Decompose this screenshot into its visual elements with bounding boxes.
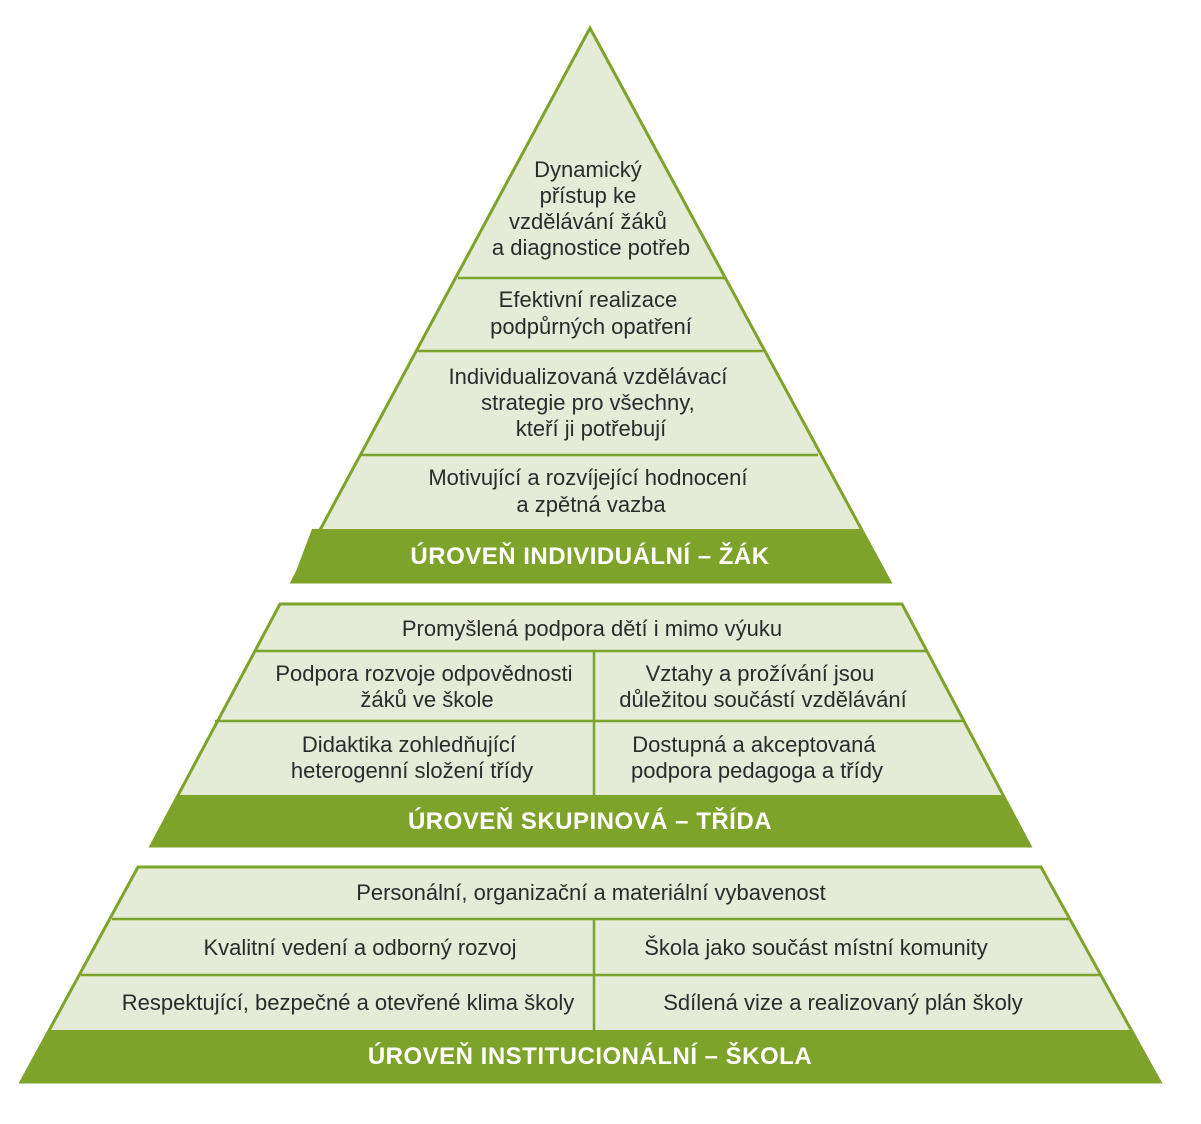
band-group: ÚROVEŇ SKUPINOVÁ – TŘÍDA [408, 807, 772, 835]
cell-support-outside-class: Promyšlená podpora dětí i mimo výuku [402, 616, 782, 641]
cell-community: Škola jako součást místní komunity [644, 935, 988, 960]
tier-group: Promyšlená podpora dětí i mimo výuku Pod… [148, 602, 1033, 848]
cell-didactics: Didaktika zohledňující heterogenní slože… [291, 732, 533, 783]
band-institutional: ÚROVEŇ INSTITUCIONÁLNÍ – ŠKOLA [368, 1042, 812, 1070]
cell-responsibility: Podpora rozvoje odpovědnosti žáků ve ško… [275, 661, 578, 712]
tier-individual-band [292, 529, 890, 582]
cell-leadership: Kvalitní vedení a odborný rozvoj [203, 935, 516, 960]
cell-individualized-strategy: Individualizovaná vzdělávací strategie p… [449, 364, 734, 441]
cell-resources: Personální, organizační a materiální vyb… [356, 880, 826, 905]
tier-institutional: Personální, organizační a materiální vyb… [18, 865, 1163, 1084]
cell-vision: Sdílená vize a realizovaný plán školy [663, 990, 1023, 1015]
tier-group-band [151, 795, 1030, 846]
tier-individual: Dynamický přístup ke vzdělávání žáků a d… [289, 24, 893, 584]
cell-dynamic-approach: Dynamický přístup ke vzdělávání žáků a d… [492, 157, 690, 260]
cell-motivating-assessment: Motivující a rozvíjející hodnocení a zpě… [428, 465, 753, 517]
cell-climate: Respektující, bezpečné a otevřené klima … [122, 990, 574, 1015]
cell-relationships: Vztahy a prožívání jsou důležitou součás… [619, 661, 906, 712]
band-individual: ÚROVEŇ INDIVIDUÁLNÍ – ŽÁK [410, 542, 769, 570]
tier-institutional-band [21, 1030, 1160, 1082]
cell-teacher-support: Dostupná a akceptovaná podpora pedagoga … [631, 732, 883, 783]
cell-effective-measures: Efektivní realizace podpůrných opatření [490, 287, 692, 339]
